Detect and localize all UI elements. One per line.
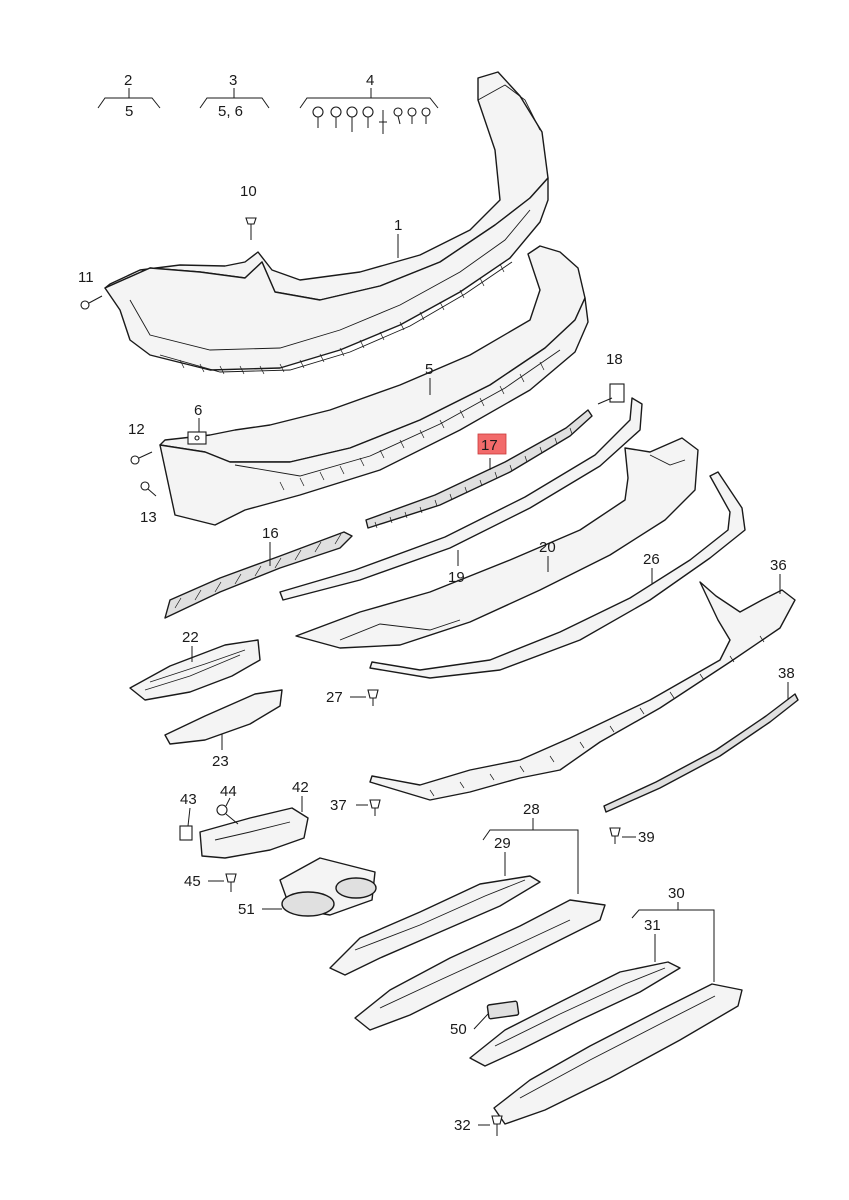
part-26-moulding[interactable] <box>369 471 746 679</box>
part-17-grille-strip[interactable] <box>365 409 593 529</box>
fastener-27-screw-icon[interactable] <box>367 689 379 706</box>
label-18[interactable]: 18 <box>606 351 623 368</box>
label-32[interactable]: 32 <box>454 1117 471 1134</box>
kit-4-fastener-set-icon <box>312 106 431 134</box>
label-31[interactable]: 31 <box>644 917 661 934</box>
label-42[interactable]: 42 <box>292 779 309 796</box>
label-17[interactable]: 17 <box>481 437 498 454</box>
part-16-side-grille[interactable] <box>164 531 353 619</box>
label-36[interactable]: 36 <box>770 557 787 574</box>
part-50-clip[interactable] <box>486 1000 520 1020</box>
label-50[interactable]: 50 <box>450 1021 467 1038</box>
label-39[interactable]: 39 <box>638 829 655 846</box>
part-30-underbody-panel[interactable] <box>493 983 743 1125</box>
label-23[interactable]: 23 <box>212 753 229 770</box>
part-42-bracket[interactable] <box>199 807 309 859</box>
label-44[interactable]: 44 <box>220 783 237 800</box>
label-11[interactable]: 11 <box>78 269 94 286</box>
label-16[interactable]: 16 <box>262 525 279 542</box>
label-28[interactable]: 28 <box>523 801 540 818</box>
label-3-sub: 5, 6 <box>218 103 243 120</box>
part-20-diffuser[interactable] <box>295 437 699 649</box>
part-22-reflector-bezel[interactable] <box>129 639 261 701</box>
label-2-sub: 5 <box>125 103 133 120</box>
label-30[interactable]: 30 <box>668 885 685 902</box>
label-45[interactable]: 45 <box>184 873 201 890</box>
label-26[interactable]: 26 <box>643 551 660 568</box>
fastener-11-bolt-icon[interactable] <box>80 295 103 310</box>
label-1[interactable]: 1 <box>394 217 402 234</box>
fastener-37-screw-icon[interactable] <box>369 799 381 816</box>
fastener-44-bolt-icon[interactable] <box>216 804 239 825</box>
label-12[interactable]: 12 <box>128 421 145 438</box>
part-labels: 2 5 3 5, 6 4 10 1 11 5 18 6 12 17 13 16 … <box>78 72 795 1134</box>
fastener-12-bolt-icon[interactable] <box>130 451 153 465</box>
part-38-chrome-strip[interactable] <box>603 693 799 813</box>
fastener-43-clip-icon[interactable] <box>179 825 193 841</box>
part-23-reflector-cover[interactable] <box>164 689 283 745</box>
label-29[interactable]: 29 <box>494 835 511 852</box>
label-27[interactable]: 27 <box>326 689 343 706</box>
fastener-6-clip-icon[interactable] <box>187 431 207 445</box>
label-13[interactable]: 13 <box>140 509 157 526</box>
label-4[interactable]: 4 <box>366 72 374 89</box>
label-51[interactable]: 51 <box>238 901 255 918</box>
part-28-underbody-panel[interactable] <box>354 899 606 1031</box>
fastener-32-screw-icon[interactable] <box>491 1115 503 1136</box>
fastener-13-bolt-icon[interactable] <box>140 481 157 497</box>
label-19[interactable]: 19 <box>448 569 465 586</box>
fastener-18-clip-icon[interactable] <box>597 383 625 405</box>
label-20[interactable]: 20 <box>539 539 556 556</box>
label-37[interactable]: 37 <box>330 797 347 814</box>
fastener-39-screw-icon[interactable] <box>609 827 621 844</box>
label-43[interactable]: 43 <box>180 791 197 808</box>
label-2[interactable]: 2 <box>124 72 132 89</box>
highlight-part-17-box <box>477 433 507 455</box>
label-38[interactable]: 38 <box>778 665 795 682</box>
label-22[interactable]: 22 <box>182 629 199 646</box>
fastener-45-screw-icon[interactable] <box>225 873 237 892</box>
part-1-bumper-cover[interactable] <box>104 71 549 375</box>
label-3[interactable]: 3 <box>229 72 237 89</box>
fastener-10-screw-icon[interactable] <box>245 217 257 240</box>
label-6[interactable]: 6 <box>194 402 202 419</box>
part-51-exhaust-tips[interactable] <box>279 857 377 917</box>
part-29-underbody-panel[interactable] <box>329 875 541 976</box>
part-31-underbody-panel[interactable] <box>469 961 681 1067</box>
part-19-trim-strip[interactable] <box>279 397 643 601</box>
label-5[interactable]: 5 <box>425 361 433 378</box>
part-36-lower-trim[interactable] <box>369 581 796 801</box>
label-10[interactable]: 10 <box>240 183 257 200</box>
leader-lines <box>97 88 789 1126</box>
